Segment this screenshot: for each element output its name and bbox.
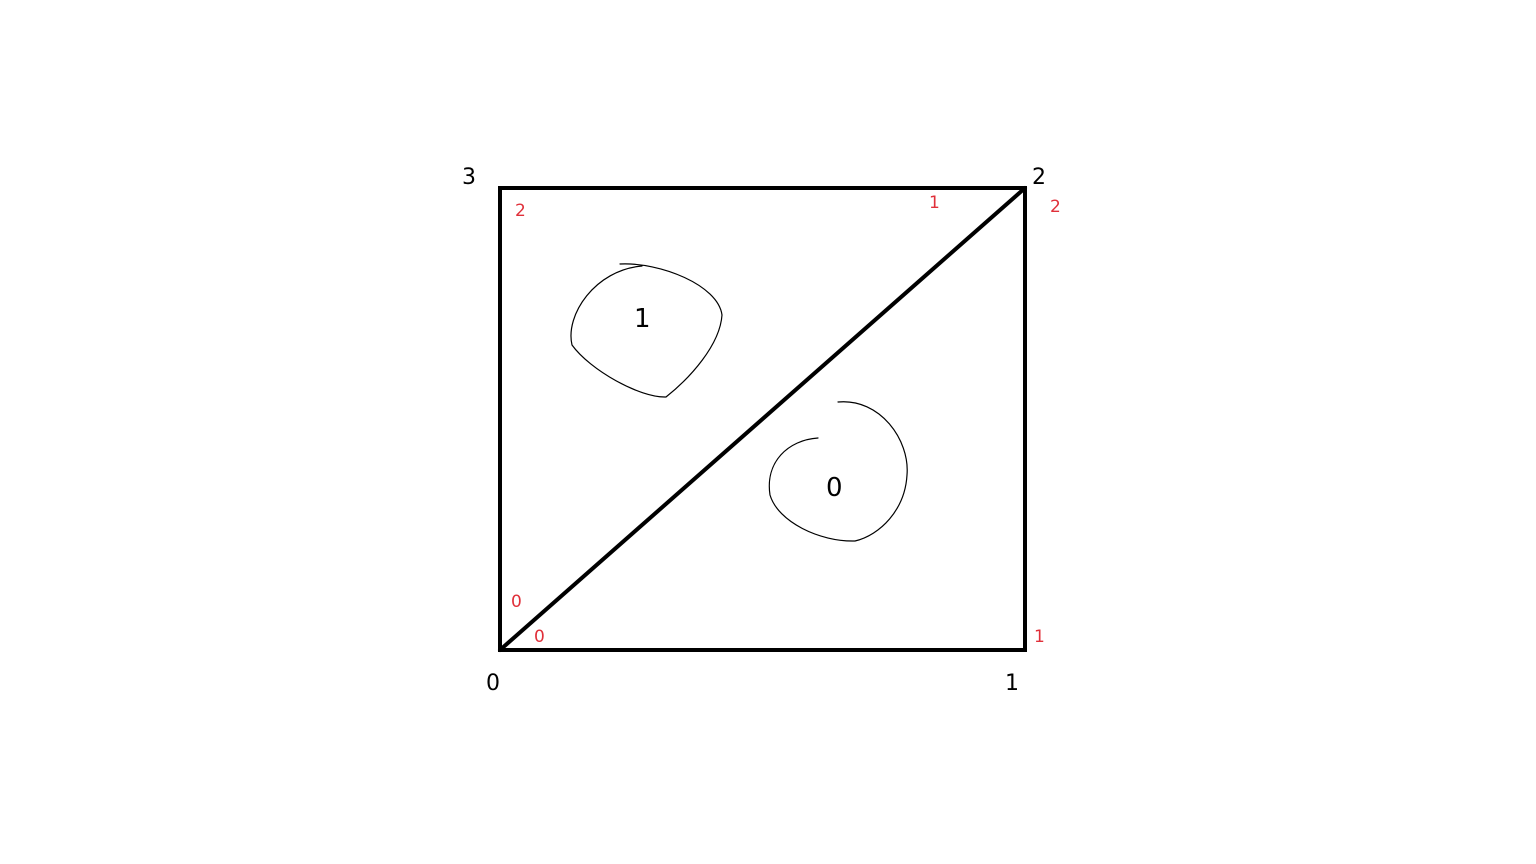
- vertex-label-0: 0: [486, 671, 500, 696]
- vertex-label-2: 2: [1032, 165, 1046, 190]
- triangle-1-corner-0: 0: [511, 592, 522, 612]
- triangle-0-corner-0: 0: [534, 627, 545, 647]
- triangle-0-label: 0: [826, 473, 843, 503]
- vertex-label-3: 3: [462, 165, 476, 190]
- vertex-label-1: 1: [1005, 671, 1019, 696]
- triangle-0-winding-arrow: [768, 401, 908, 542]
- triangle-1-corner-2: 2: [515, 201, 526, 221]
- diagonal-edge: [498, 186, 1027, 652]
- triangle-1-label: 1: [634, 304, 651, 334]
- triangle-0-corner-1: 1: [1034, 627, 1045, 647]
- triangle-1-winding-arrow: [570, 263, 723, 398]
- triangle-1-corner-1: 1: [929, 193, 940, 213]
- triangle-0-corner-2: 2: [1050, 197, 1061, 217]
- square-outline: [498, 186, 1027, 652]
